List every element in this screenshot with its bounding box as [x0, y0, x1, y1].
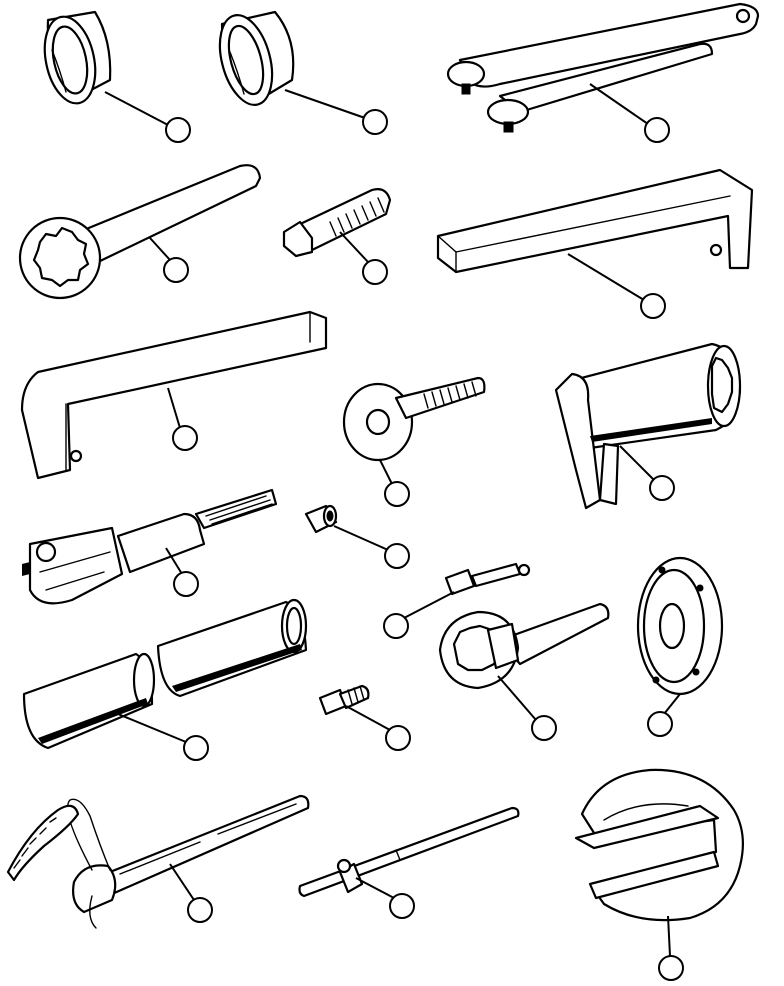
callout-threaded-bolt — [362, 259, 388, 285]
l-bar-left — [20, 310, 328, 480]
callout-c-cup-holder — [658, 955, 684, 981]
ring-adapter-2 — [218, 10, 388, 135]
callout-t-handle-rod — [389, 893, 415, 919]
callout-chain-wrench — [187, 897, 213, 923]
splined-c-spanner — [438, 602, 610, 741]
l-bar-right — [436, 168, 754, 319]
callout-flanged-hub — [647, 711, 673, 737]
eye-bolt — [342, 376, 486, 507]
callout-double-arm-lever — [644, 117, 670, 143]
t-handle-rod — [298, 806, 520, 919]
cable-fork-end — [22, 488, 278, 605]
callout-splined-socket — [649, 475, 675, 501]
threaded-bolt — [282, 188, 392, 285]
callout-ring-adapter-1 — [165, 117, 191, 143]
splined-socket-with-leg — [554, 342, 742, 510]
callout-sleeve-tubes — [183, 735, 209, 761]
chain-wrench — [6, 794, 310, 929]
callout-small-nut-adapter — [384, 543, 410, 569]
callout-eye-bolt — [384, 481, 410, 507]
sleeve-tubes — [22, 598, 308, 761]
ring-adapter-1 — [43, 10, 191, 143]
small-nut-adapter — [304, 504, 410, 569]
flanged-hub — [636, 556, 724, 737]
callout-cable-fork-end — [173, 571, 199, 597]
callout-ring-spanner — [163, 257, 189, 283]
double-arm-lever — [446, 2, 760, 143]
callout-ring-adapter-2 — [362, 109, 388, 135]
callout-l-bar-left — [172, 425, 198, 451]
callout-short-screw — [385, 725, 411, 751]
callout-l-bar-right — [640, 293, 666, 319]
pin-adapter — [383, 562, 531, 639]
callout-splined-c-spanner — [531, 715, 557, 741]
c-cup-holder — [574, 768, 745, 981]
callout-pin-adapter — [383, 613, 409, 639]
short-screw — [318, 684, 411, 751]
ring-spanner — [18, 164, 262, 300]
